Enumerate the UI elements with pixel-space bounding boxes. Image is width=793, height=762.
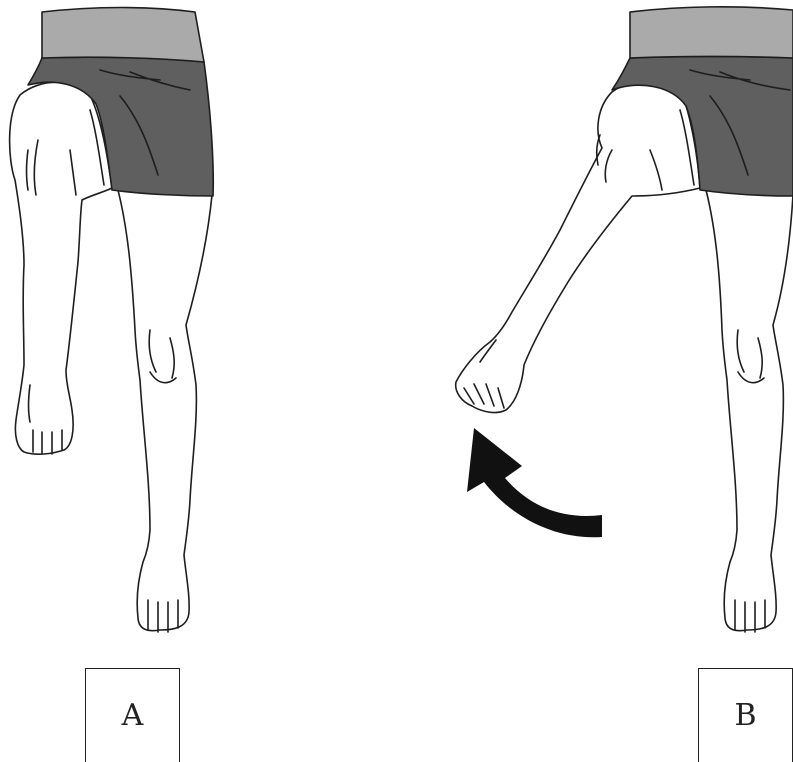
panel-a-waistband [42,8,204,63]
panel-b-figure [456,7,793,632]
panel-a-standing-leg [118,190,212,631]
panel-b-label: B [734,698,756,733]
panel-b-label-box: B [698,668,793,762]
curved-arrow-icon [467,428,602,537]
panel-b-raised-leg [456,82,700,413]
panel-a-figure [10,8,214,633]
panel-b-standing-leg [706,190,793,631]
panel-a-label: A [122,698,144,733]
panel-b-waistband [630,7,793,58]
panel-a-label-box: A [85,668,180,762]
